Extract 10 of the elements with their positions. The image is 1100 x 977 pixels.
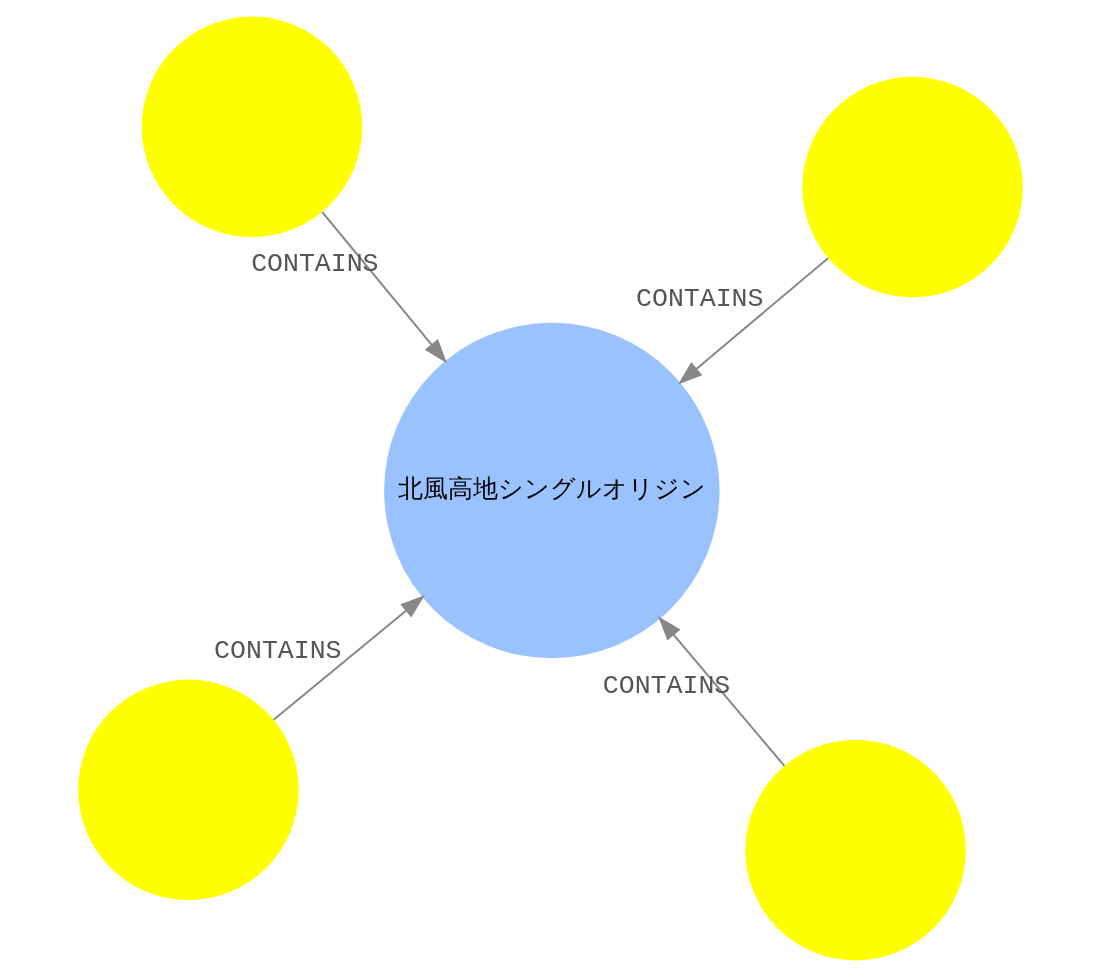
arrow [272, 595, 425, 721]
edge-label: CONTAINS [213, 635, 341, 666]
node-circle [744, 739, 966, 961]
edge-label: CONTAINS [635, 284, 763, 315]
node-circle [77, 679, 299, 901]
node-circle [141, 16, 362, 238]
node-circle [801, 76, 1023, 298]
arrow [677, 257, 829, 385]
node-circle: 北風高地シングルオリジン [383, 322, 720, 659]
arrow [321, 211, 447, 364]
